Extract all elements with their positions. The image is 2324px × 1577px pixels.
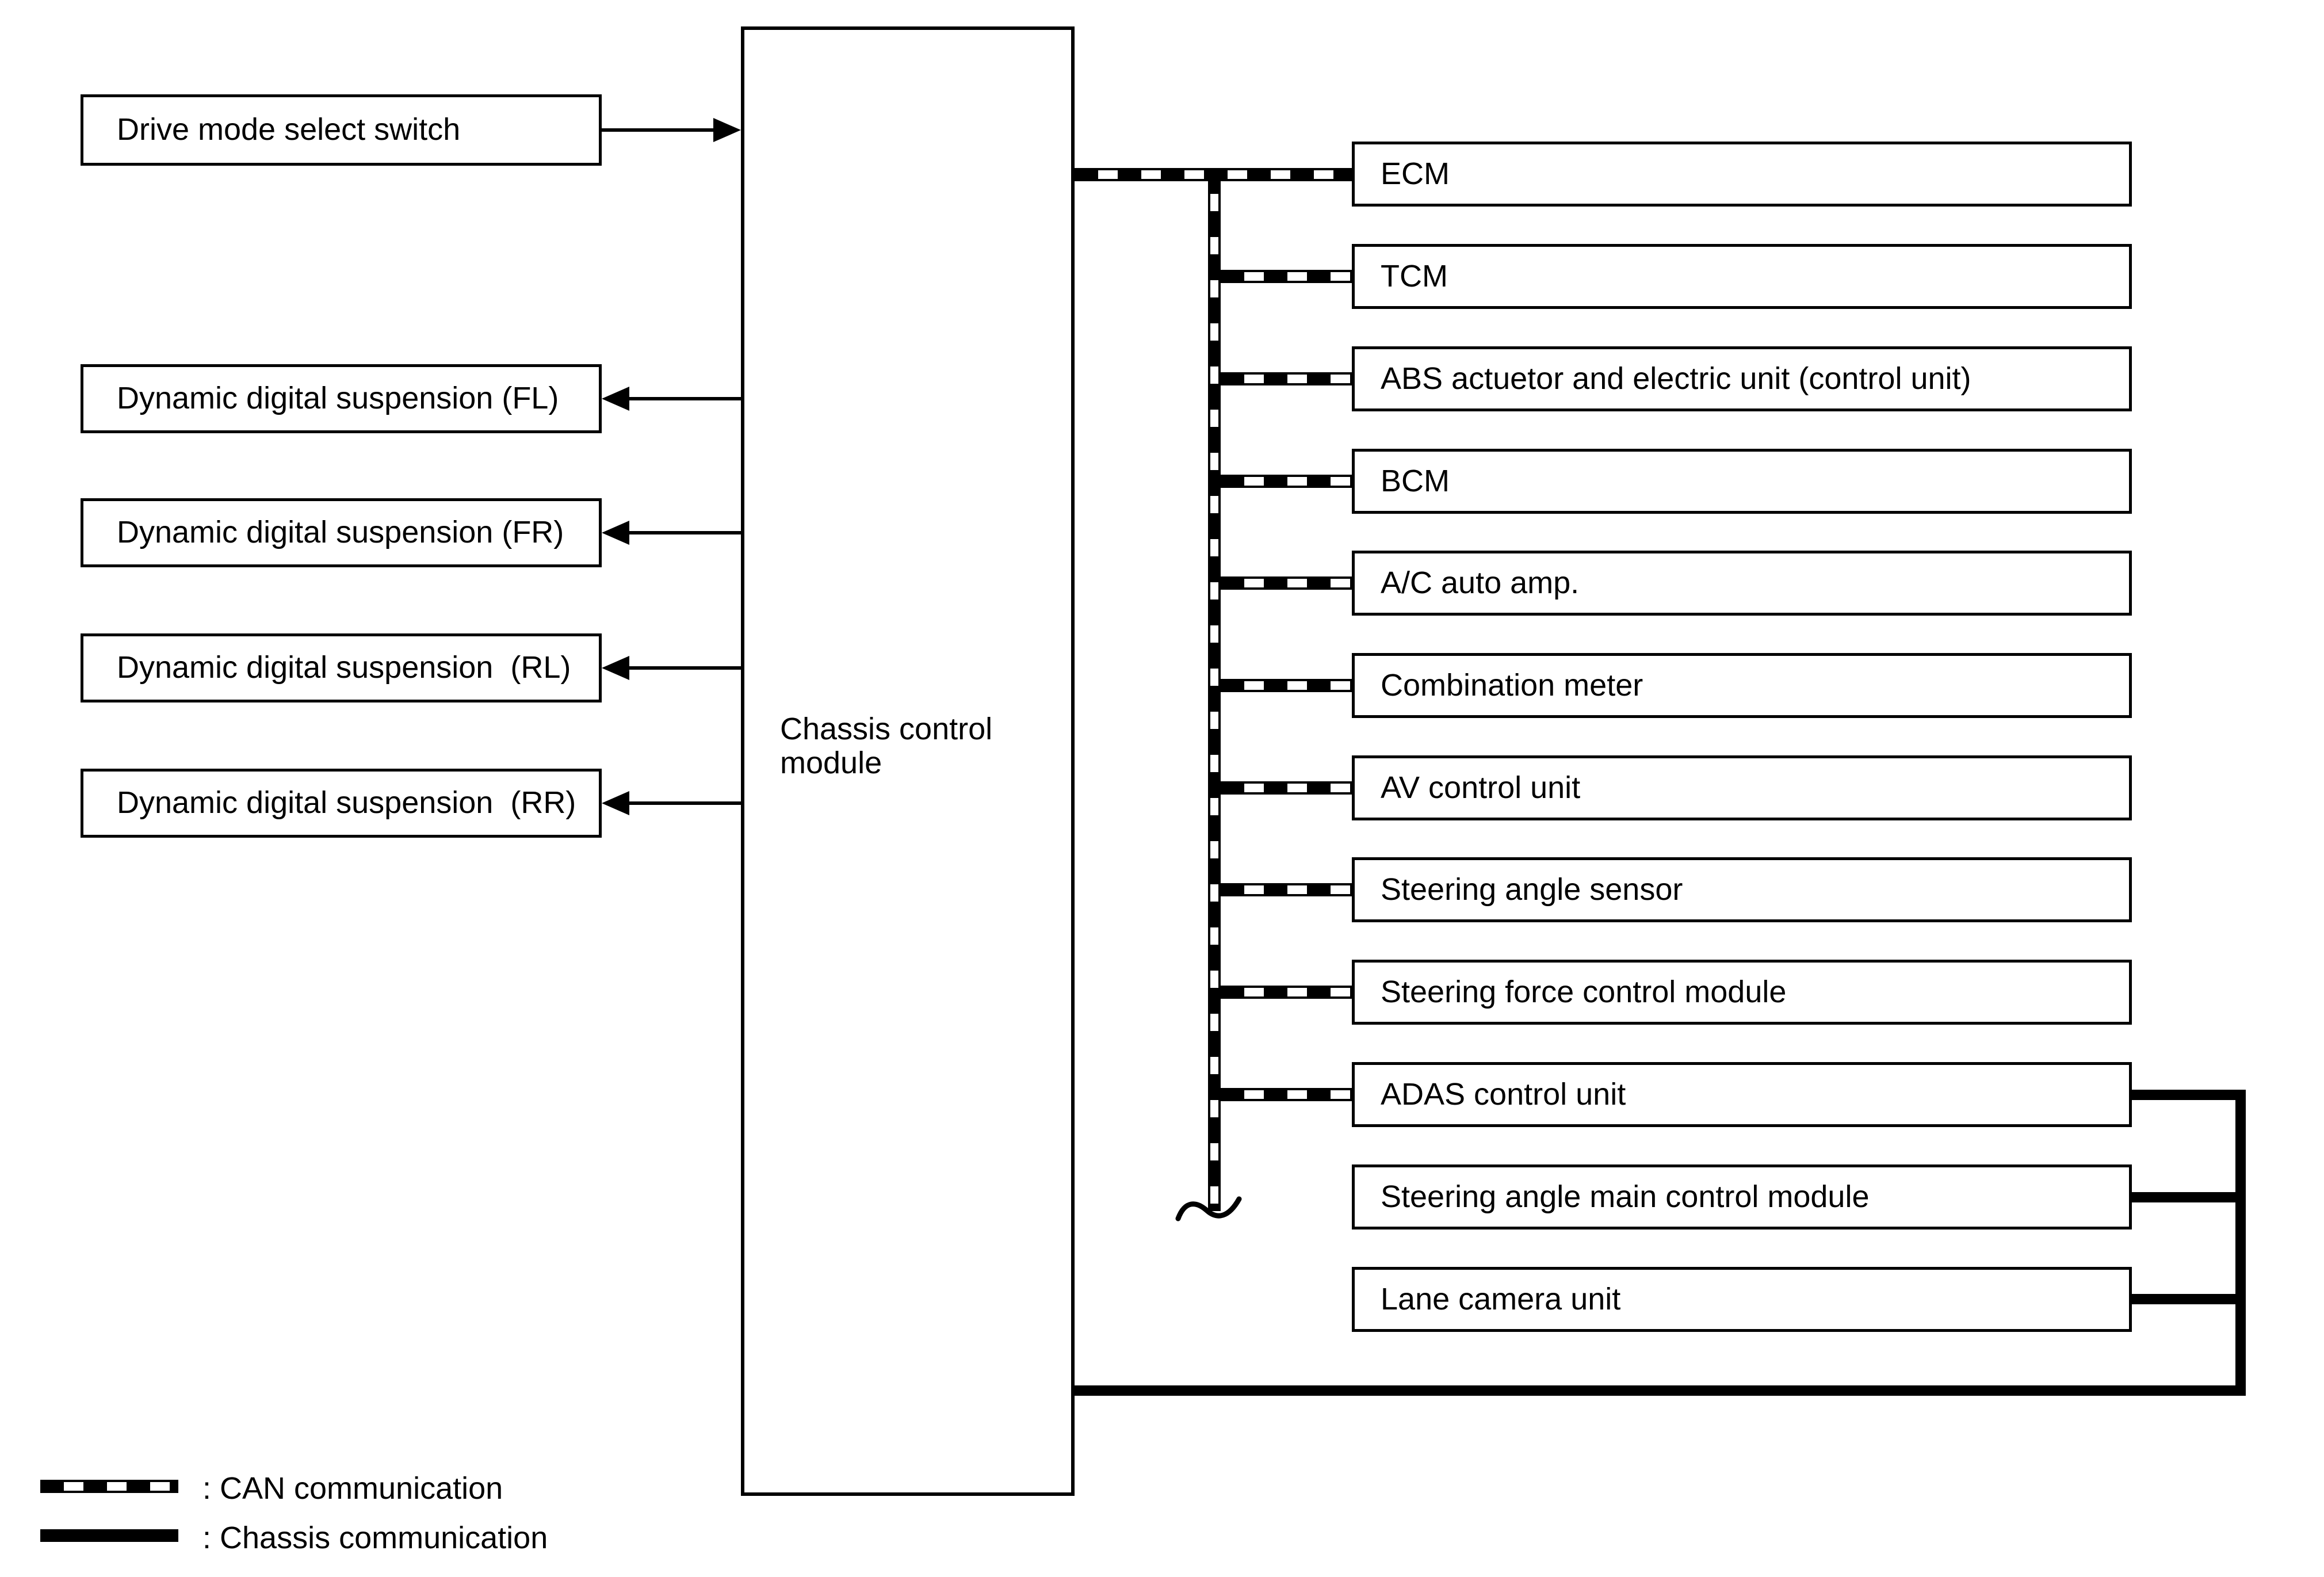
lane-camera-unit-label: Lane camera unit	[1381, 1281, 1621, 1316]
drive-mode-select-switch-label: Drive mode select switch	[117, 112, 461, 147]
arrow-module-to-dds-fr	[602, 521, 741, 545]
box-dds-rr: Dynamic digital suspension (RR)	[81, 769, 602, 838]
box-dds-fl: Dynamic digital suspension (FL)	[81, 364, 602, 433]
chassis-control-module-box: Chassis control module	[741, 26, 1075, 1496]
chassis-connector-steering-angle-main	[2132, 1192, 2235, 1202]
arrow-module-to-dds-rl	[602, 656, 741, 680]
legend-can-sample	[40, 1480, 178, 1493]
chassis-connector-lane-camera	[2132, 1294, 2235, 1304]
adas-control-unit-label: ADAS control unit	[1381, 1076, 1626, 1112]
box-ac-auto-amp: A/C auto amp.	[1352, 551, 2132, 616]
box-steering-angle-sensor: Steering angle sensor	[1352, 857, 2132, 922]
box-dds-fr: Dynamic digital suspension (FR)	[81, 498, 602, 567]
dds-rl-label: Dynamic digital suspension (RL)	[117, 650, 571, 685]
av-control-unit-label: AV control unit	[1381, 770, 1581, 805]
box-steering-force-control-module: Steering force control module	[1352, 960, 2132, 1025]
dds-rr-label: Dynamic digital suspension (RR)	[117, 785, 576, 820]
steering-angle-main-control-module-label: Steering angle main control module	[1381, 1179, 1870, 1214]
squiggle-continuation-mark	[1175, 1196, 1242, 1221]
ac-auto-amp-label: A/C auto amp.	[1381, 565, 1580, 600]
chassis-connector-adas	[2132, 1090, 2235, 1100]
can-stub-combination-meter	[1221, 679, 1352, 692]
can-stub-av-control-unit	[1221, 781, 1352, 795]
arrow-module-to-dds-rr	[602, 791, 741, 815]
arrow-module-to-dds-fl	[602, 387, 741, 411]
chassis-control-module-label: Chassis control module	[780, 712, 1002, 781]
box-dds-rl: Dynamic digital suspension (RL)	[81, 633, 602, 702]
box-ecm: ECM	[1352, 142, 2132, 207]
abs-actuator-unit-label: ABS actuetor and electric unit (control …	[1381, 361, 1971, 396]
can-stub-bcm	[1221, 475, 1352, 488]
steering-force-control-module-label: Steering force control module	[1381, 974, 1787, 1009]
can-bus-trunk	[1208, 168, 1221, 1211]
box-tcm: TCM	[1352, 244, 2132, 309]
arrow-drive-mode-to-module	[602, 118, 741, 142]
legend-chassis-label: : Chassis communication	[202, 1521, 548, 1555]
can-stub-steering-force-control-module	[1221, 986, 1352, 999]
can-stub-abs	[1221, 372, 1352, 385]
box-adas-control-unit: ADAS control unit	[1352, 1062, 2132, 1127]
chassis-line-bottom	[1075, 1385, 2246, 1396]
ecm-label: ECM	[1381, 156, 1450, 191]
box-av-control-unit: AV control unit	[1352, 755, 2132, 820]
can-stub-steering-angle-sensor	[1221, 883, 1352, 896]
steering-angle-sensor-label: Steering angle sensor	[1381, 872, 1683, 907]
box-abs-actuator-unit: ABS actuetor and electric unit (control …	[1352, 346, 2132, 411]
box-drive-mode-select-switch: Drive mode select switch	[81, 94, 602, 166]
box-steering-angle-main-control-module: Steering angle main control module	[1352, 1164, 2132, 1229]
dds-fl-label: Dynamic digital suspension (FL)	[117, 381, 559, 416]
box-bcm: BCM	[1352, 449, 2132, 514]
can-stub-adas-control-unit	[1221, 1088, 1352, 1101]
combination-meter-label: Combination meter	[1381, 667, 1643, 702]
box-lane-camera-unit: Lane camera unit	[1352, 1267, 2132, 1332]
box-combination-meter: Combination meter	[1352, 653, 2132, 718]
can-stub-tcm	[1221, 270, 1352, 283]
chassis-line-vertical	[2235, 1090, 2246, 1396]
dds-fr-label: Dynamic digital suspension (FR)	[117, 515, 564, 550]
legend-can-label: : CAN communication	[202, 1471, 503, 1506]
tcm-label: TCM	[1381, 258, 1448, 293]
legend-chassis-sample	[40, 1529, 178, 1542]
bcm-label: BCM	[1381, 463, 1450, 498]
can-stub-ac-auto-amp	[1221, 576, 1352, 590]
